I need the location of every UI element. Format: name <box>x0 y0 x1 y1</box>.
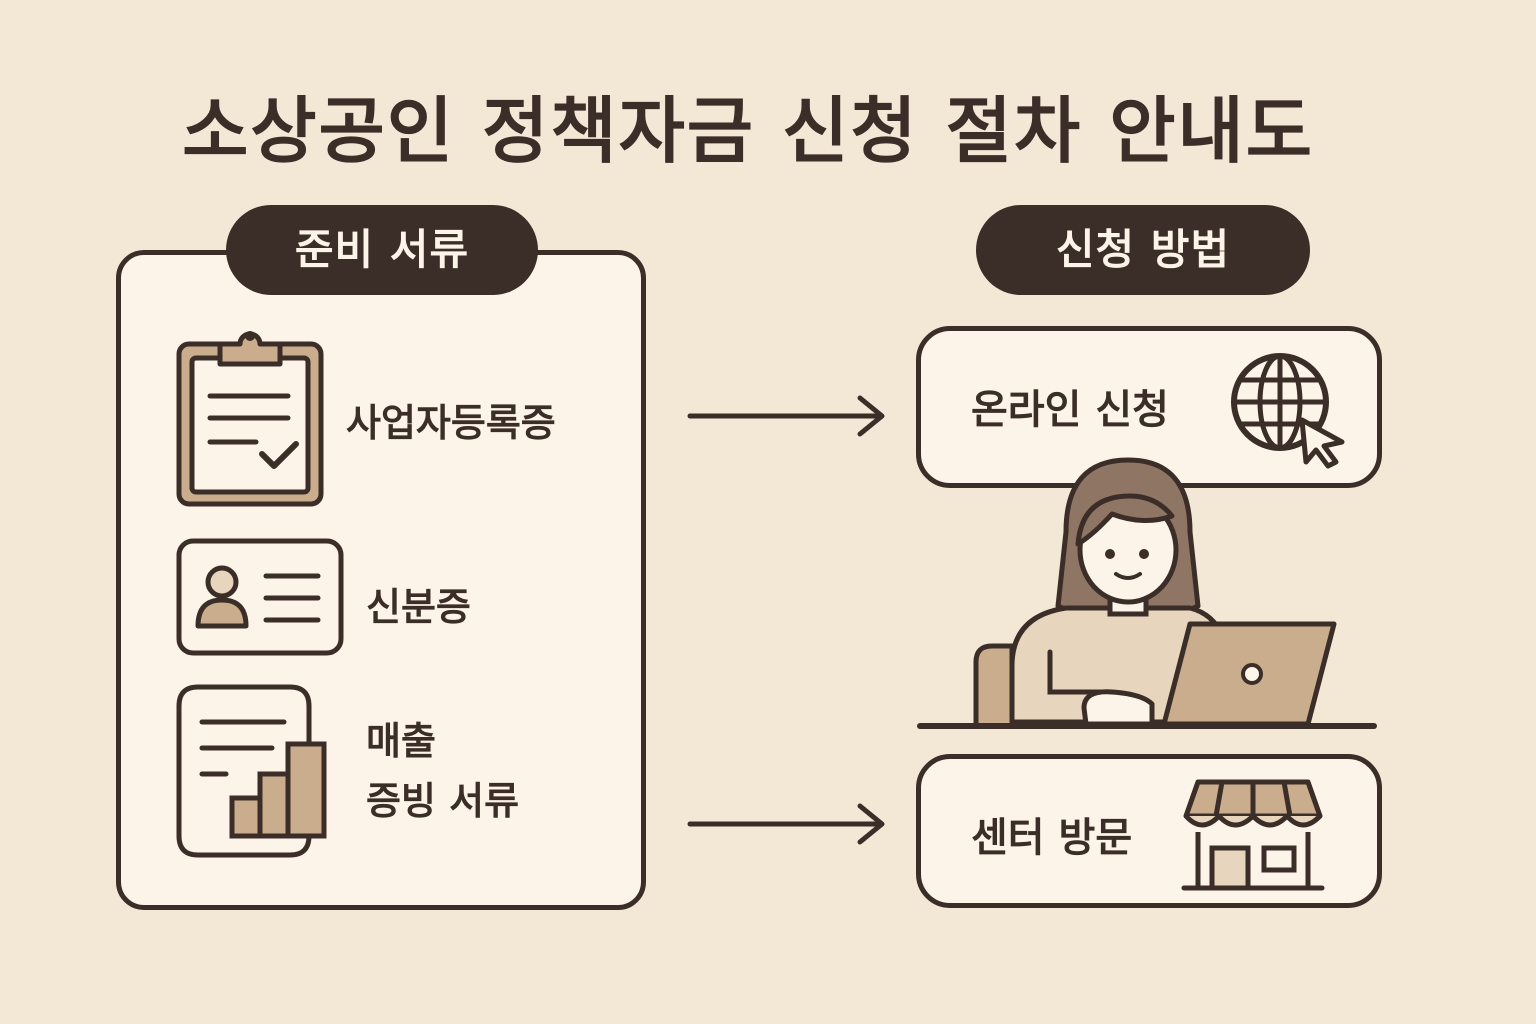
methods-header: 신청 방법 <box>976 205 1310 295</box>
arrow-to-center-icon <box>687 803 885 845</box>
sales-document-chart-icon <box>176 684 327 858</box>
id-card-icon <box>176 538 344 656</box>
doc-label-business-registration: 사업자등록증 <box>346 401 556 445</box>
online-application-label: 온라인 신청 <box>971 387 1169 433</box>
clipboard-check-icon <box>176 331 324 507</box>
page-title: 소상공인 정책자금 신청 절차 안내도 <box>182 89 1314 173</box>
arrow-to-online-icon <box>687 395 885 437</box>
globe-cursor-icon <box>1231 353 1345 469</box>
woman-laptop-illustration <box>917 457 1377 729</box>
documents-header: 준비 서류 <box>226 205 538 295</box>
storefront-icon <box>1181 779 1325 891</box>
doc-label-id-card: 신분증 <box>366 585 471 629</box>
doc-label-sales-proof-line2: 증빙 서류 <box>366 779 520 823</box>
doc-label-sales-proof-line1: 매출 <box>366 719 436 763</box>
center-visit-label: 센터 방문 <box>971 815 1133 861</box>
